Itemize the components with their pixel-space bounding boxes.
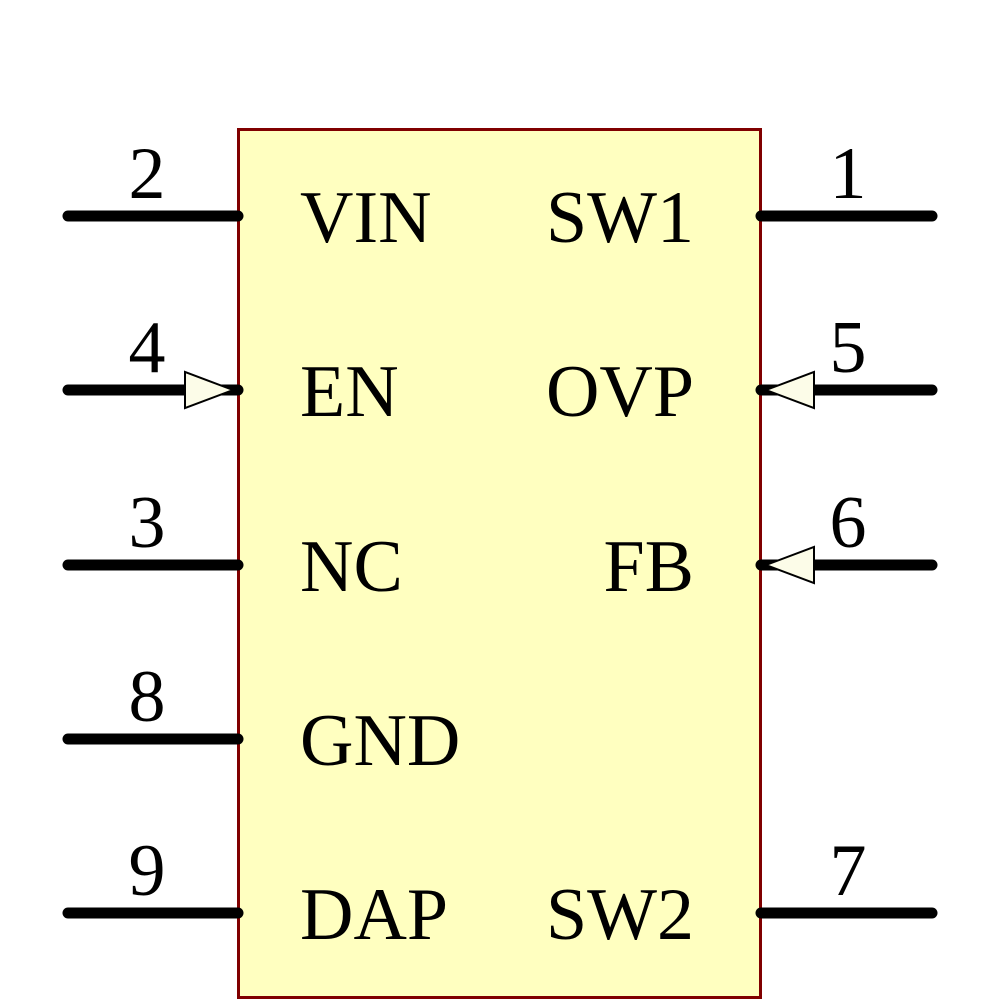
pin-label: EN: [300, 351, 399, 433]
pin-number: 1: [830, 133, 867, 215]
input-arrow-icon: [184, 370, 236, 410]
pin-label: DAP: [300, 874, 448, 956]
pin-4-en: 4 EN: [62, 307, 399, 433]
pin-7-sw2: 7 SW2: [546, 830, 938, 956]
pin-number: 8: [129, 656, 166, 738]
pin-number: 9: [129, 830, 166, 912]
pin-label: SW1: [546, 177, 694, 259]
input-arrow-icon: [763, 545, 815, 585]
pin-label: SW2: [546, 874, 694, 956]
pin-number: 7: [830, 830, 867, 912]
input-arrow-icon: [763, 370, 815, 410]
pin-5-ovp: 5 OVP: [546, 307, 938, 433]
pin-2-vin: 2 VIN: [62, 133, 432, 259]
pin-8-gnd: 8 GND: [62, 656, 460, 782]
pin-number: 6: [830, 482, 867, 564]
pin-number: 5: [830, 307, 867, 389]
pin-label: GND: [300, 700, 460, 782]
pin-number: 4: [129, 307, 166, 389]
pin-6-fb: 6 FB: [603, 482, 938, 608]
pin-number: 2: [129, 133, 166, 215]
pin-number: 3: [129, 482, 166, 564]
pin-label: FB: [603, 526, 694, 608]
pin-label: VIN: [300, 177, 432, 259]
pin-label: NC: [300, 526, 403, 608]
pin-3-nc: 3 NC: [62, 482, 403, 608]
pin-1-sw1: 1 SW1: [546, 133, 938, 259]
pin-9-dap: 9 DAP: [62, 830, 448, 956]
pin-label: OVP: [546, 351, 694, 433]
component-body[interactable]: [237, 128, 762, 999]
